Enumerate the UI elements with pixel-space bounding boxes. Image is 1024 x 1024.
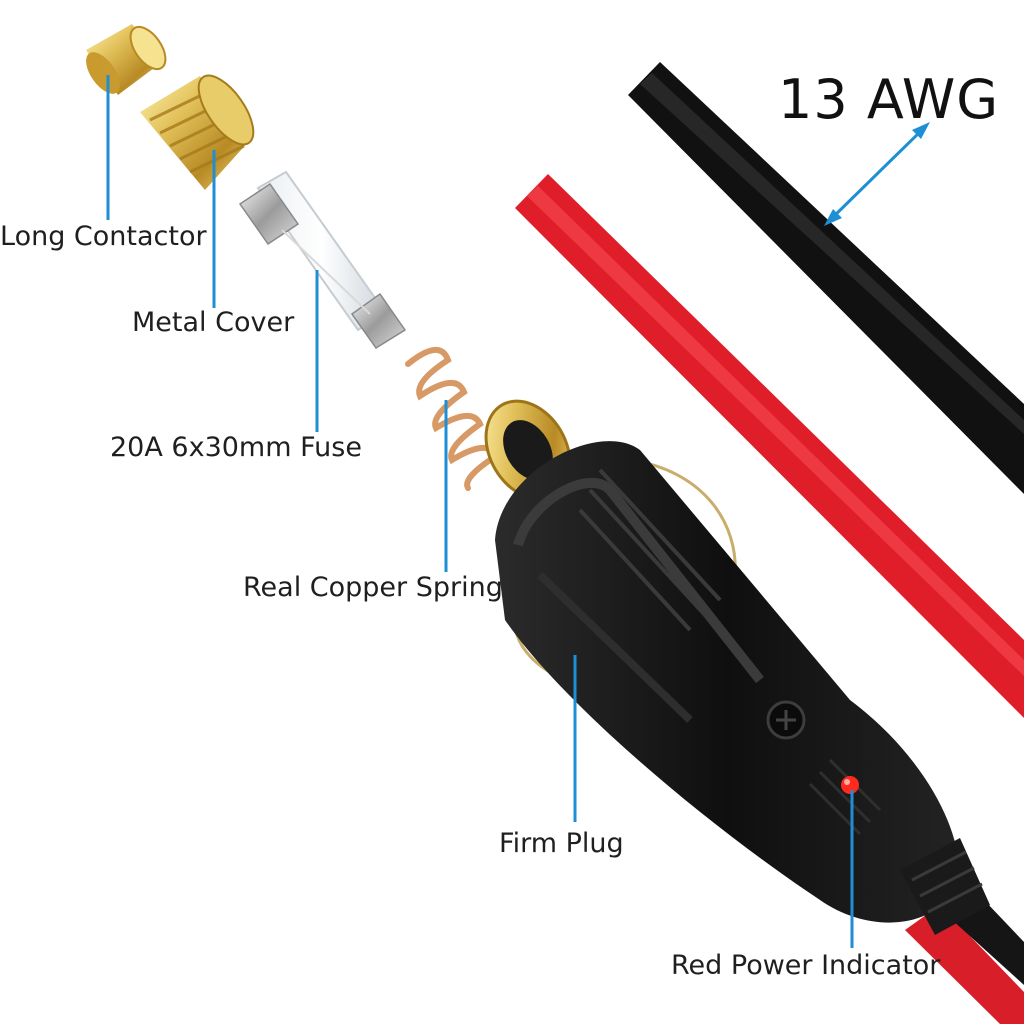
callout-awg [826, 124, 928, 224]
long-contactor-label: Long Contactor [0, 221, 207, 252]
long-contactor [86, 24, 167, 95]
fuse-label: 20A 6x30mm Fuse [110, 432, 362, 463]
copper-spring [405, 347, 500, 491]
callout-lines [106, 75, 930, 948]
plug-body [495, 441, 990, 935]
metal-cover-label: Metal Cover [132, 307, 295, 338]
red-wire [515, 174, 1024, 718]
indicator-label: Red Power Indicator [671, 950, 941, 981]
glass-fuse [238, 170, 407, 350]
black-wire [628, 62, 1024, 494]
plug-label: Firm Plug [499, 828, 624, 859]
spring-label: Real Copper Spring [243, 572, 503, 603]
wire-gauge-label: 13 AWG [778, 68, 1000, 131]
metal-cover [140, 74, 255, 190]
